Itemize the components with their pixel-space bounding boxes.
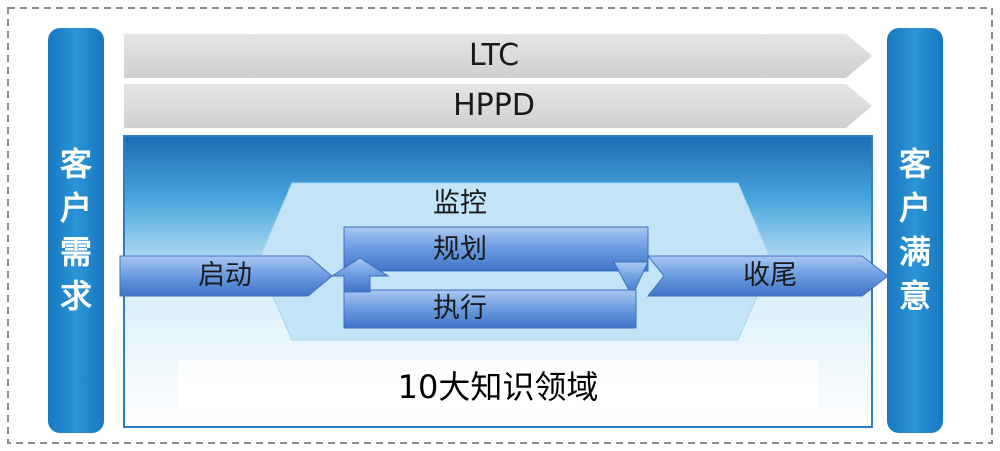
hppd-label: HPPD xyxy=(453,88,535,123)
ltc-label: LTC xyxy=(468,38,520,73)
ltc-arrow-shape xyxy=(124,34,872,78)
close-label: 收尾 xyxy=(743,260,797,291)
left-char-2: 户 xyxy=(59,189,92,227)
start-arrow-shape xyxy=(119,255,333,297)
start-label: 启动 xyxy=(198,260,252,291)
right-side-bar xyxy=(887,28,943,433)
plan-label: 规划 xyxy=(433,234,487,265)
left-char-4: 求 xyxy=(59,277,92,315)
monitor-label: 监控 xyxy=(433,188,487,219)
customer-demand-label: 客 户 需 求 xyxy=(49,142,103,318)
plan-box xyxy=(343,226,649,272)
right-char-4: 意 xyxy=(898,277,931,315)
footer-band xyxy=(178,360,818,414)
execute-label: 执行 xyxy=(433,293,487,324)
execute-up-pointer xyxy=(330,257,390,293)
left-char-1: 客 xyxy=(59,145,92,183)
customer-satisfaction-label: 客 户 满 意 xyxy=(888,142,942,318)
plan-down-pointer xyxy=(613,261,649,298)
left-side-bar xyxy=(48,28,104,433)
left-char-3: 需 xyxy=(59,233,92,271)
right-char-3: 满 xyxy=(898,233,931,271)
right-char-1: 客 xyxy=(898,145,931,183)
knowledge-areas-label: 10大知识领域 xyxy=(397,368,599,406)
hppd-arrow-shape xyxy=(124,84,872,128)
execute-box xyxy=(343,289,637,329)
close-arrow-shape xyxy=(646,255,889,297)
right-char-2: 户 xyxy=(898,189,931,227)
outer-frame xyxy=(7,7,993,444)
